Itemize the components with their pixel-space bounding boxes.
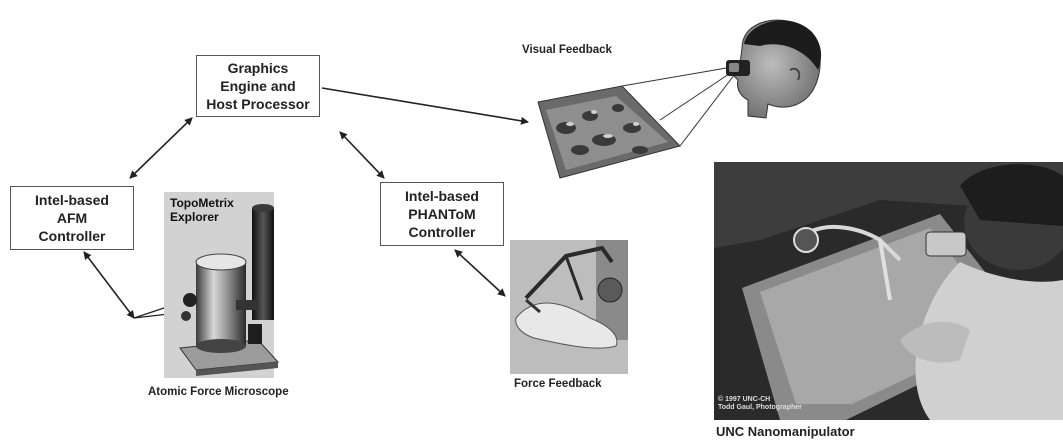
arrow-graphics-to-afm [129,117,193,179]
arrow-afm-to-microscope [83,251,135,319]
sight-lines [621,65,739,147]
visual-feedback-caption: Visual Feedback [522,44,612,56]
arrow-graphics-to-visual [321,87,529,125]
unc-nanomanipulator-photo [714,162,1063,420]
topometrix-label: TopoMetrix Explorer [170,196,234,224]
arrow-phantom-to-force [454,249,506,297]
phantom-haptic-device-photo [510,240,628,374]
afm-microscope-photo [164,192,280,378]
human-head-with-goggles-icon [726,19,822,119]
surface-rendering-image [537,85,681,179]
unc-nanomanipulator-caption: UNC Nanomanipulator [716,424,855,439]
arrow-graphics-to-phantom [339,131,385,179]
afm-controller-node: Intel-based AFM Controller [10,186,134,250]
force-feedback-caption: Force Feedback [514,378,602,390]
graphics-engine-node: Graphics Engine and Host Processor [196,55,320,117]
atomic-force-microscope-caption: Atomic Force Microscope [148,386,289,398]
photo-copyright: © 1997 UNC-CH Todd Gaul, Photographer [718,396,802,411]
phantom-controller-node: Intel-based PHANToM Controller [380,182,504,246]
